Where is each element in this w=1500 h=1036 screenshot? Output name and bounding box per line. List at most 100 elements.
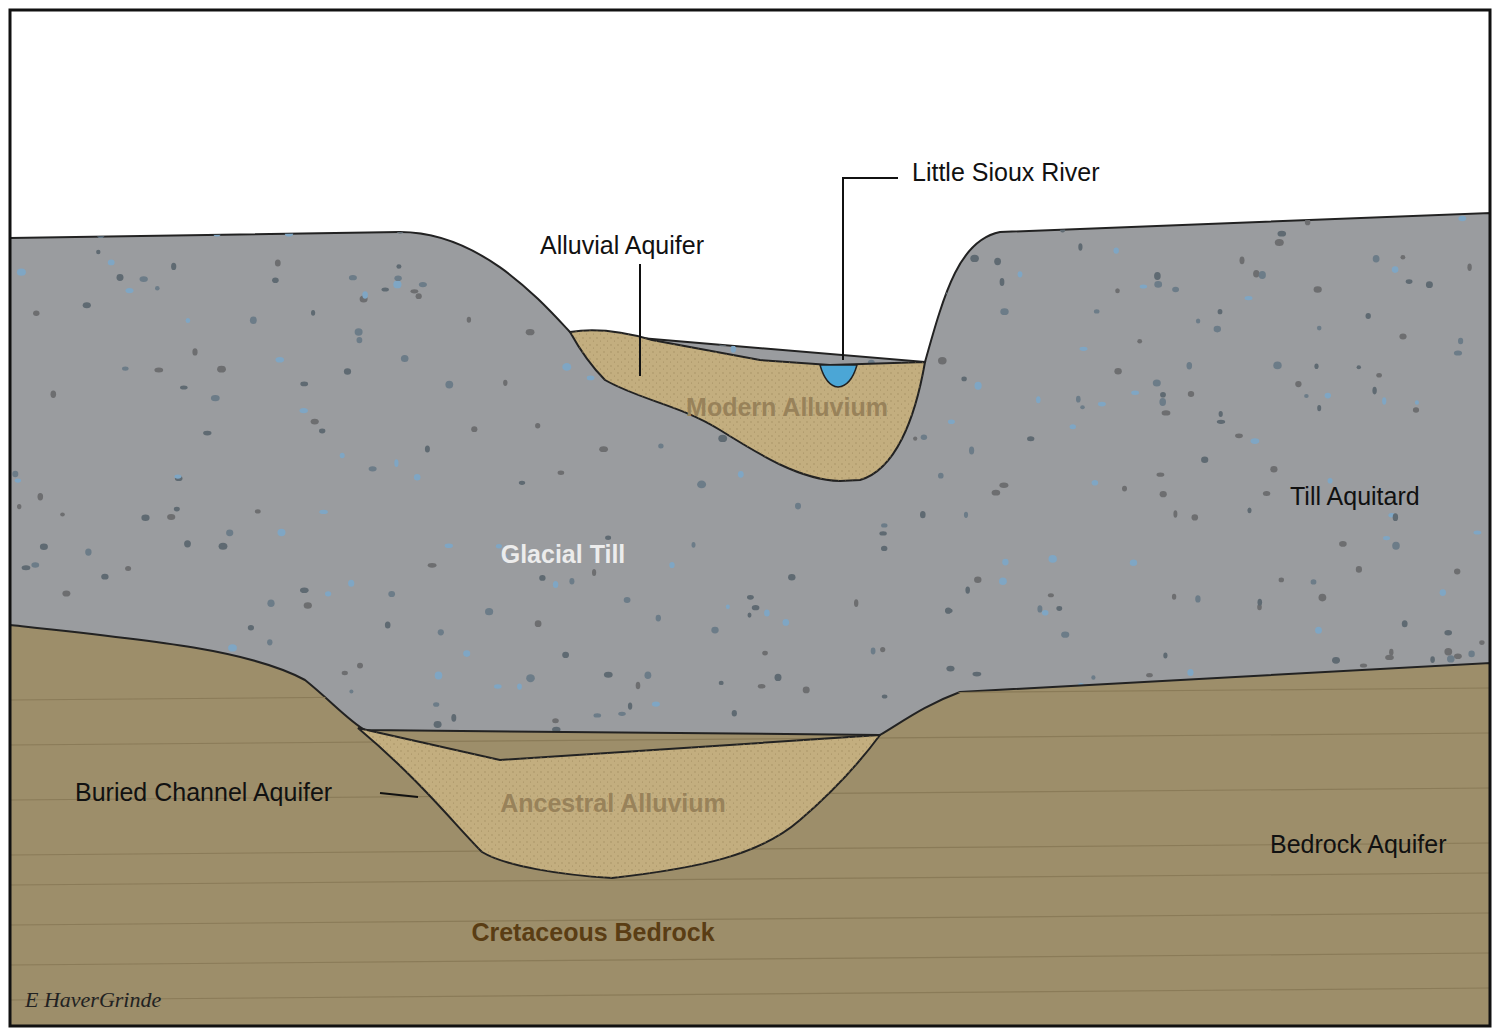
till-speckle bbox=[396, 264, 401, 268]
till-speckle bbox=[854, 599, 858, 607]
till-speckle bbox=[174, 475, 181, 479]
till-speckle bbox=[1235, 433, 1243, 438]
till-speckle bbox=[872, 340, 878, 348]
river bbox=[820, 365, 857, 387]
till-speckle bbox=[999, 483, 1008, 488]
till-speckle bbox=[12, 471, 18, 478]
till-speckle bbox=[731, 345, 737, 352]
till-speckle bbox=[652, 702, 660, 707]
till-speckle bbox=[526, 329, 535, 335]
till-speckle bbox=[40, 544, 48, 550]
till-speckle bbox=[1447, 655, 1455, 662]
leader-line bbox=[380, 793, 418, 797]
till-speckle bbox=[1146, 673, 1153, 677]
till-speckle bbox=[1002, 559, 1008, 566]
till-speckle bbox=[938, 473, 944, 479]
till-speckle bbox=[362, 291, 368, 298]
till-speckle bbox=[1042, 610, 1049, 616]
till-speckle bbox=[1467, 264, 1471, 271]
till-speckle bbox=[1357, 365, 1361, 369]
alluvium-texture bbox=[570, 330, 925, 481]
till-speckle bbox=[1270, 466, 1277, 473]
till-speckle bbox=[97, 233, 105, 238]
till-speckle bbox=[174, 507, 180, 512]
stratum-line bbox=[10, 913, 1490, 925]
till-speckle bbox=[22, 565, 31, 570]
till-speckle bbox=[1160, 392, 1166, 398]
till-speckle bbox=[1160, 491, 1167, 497]
leader-line bbox=[639, 264, 641, 376]
till-speckle bbox=[539, 575, 545, 581]
till-speckle bbox=[15, 479, 21, 483]
till-speckle bbox=[645, 671, 652, 679]
till-speckle bbox=[783, 619, 790, 626]
till-speckle bbox=[1130, 560, 1137, 567]
till-speckle bbox=[96, 250, 100, 254]
alluvium-texture bbox=[358, 728, 880, 878]
till-speckle bbox=[1273, 362, 1281, 370]
till-speckle bbox=[140, 276, 148, 282]
till-speckle bbox=[357, 337, 363, 343]
till-speckle bbox=[226, 529, 233, 536]
till-speckle bbox=[485, 608, 493, 615]
till-speckle bbox=[892, 227, 898, 232]
till-speckle bbox=[38, 493, 44, 500]
till-speckle bbox=[894, 316, 901, 322]
till-speckle bbox=[268, 225, 272, 232]
till-speckle bbox=[1240, 256, 1245, 264]
till-speckle bbox=[747, 595, 754, 600]
till-speckle bbox=[939, 291, 947, 295]
till-speckle bbox=[1259, 271, 1266, 279]
till-speckle bbox=[300, 587, 309, 593]
till-speckle bbox=[1413, 407, 1419, 412]
till-speckle bbox=[1048, 593, 1054, 597]
till-speckle bbox=[396, 222, 402, 226]
till-speckle bbox=[1217, 420, 1225, 424]
till-speckle bbox=[764, 610, 770, 617]
till-speckle bbox=[1154, 272, 1161, 280]
till-speckle bbox=[275, 260, 281, 267]
till-speckle bbox=[999, 577, 1007, 585]
till-speckle bbox=[910, 335, 918, 340]
till-speckle bbox=[211, 395, 220, 401]
till-speckle bbox=[393, 281, 401, 289]
till-speckle bbox=[411, 289, 419, 293]
till-speckle bbox=[17, 504, 21, 509]
till-speckle bbox=[1458, 338, 1463, 344]
till-speckle bbox=[803, 687, 810, 694]
till-speckle bbox=[1173, 510, 1177, 517]
till-speckle bbox=[969, 238, 977, 243]
till-speckle bbox=[964, 512, 968, 518]
till-speckle bbox=[117, 274, 124, 281]
till-speckle bbox=[217, 366, 226, 373]
till-speckle bbox=[1251, 438, 1260, 444]
till-speckle bbox=[494, 684, 502, 688]
till-speckle bbox=[1392, 542, 1400, 550]
till-speckle bbox=[758, 684, 766, 689]
till-speckle bbox=[272, 278, 279, 284]
till-speckle bbox=[1304, 394, 1309, 398]
till-speckle bbox=[394, 459, 398, 467]
till-speckle bbox=[1426, 281, 1433, 288]
till-speckle bbox=[311, 419, 319, 425]
till-speckle bbox=[355, 328, 363, 335]
stratum-line bbox=[10, 688, 1490, 700]
till-speckle bbox=[592, 569, 596, 576]
till-speckle bbox=[992, 490, 1001, 496]
till-speckle bbox=[1279, 578, 1284, 583]
till-speckle bbox=[1275, 239, 1284, 246]
till-speckle bbox=[203, 431, 211, 436]
till-speckle bbox=[644, 321, 653, 326]
till-speckle bbox=[1137, 339, 1142, 343]
till-speckle bbox=[300, 408, 308, 413]
till-speckle bbox=[357, 663, 363, 669]
till-speckle bbox=[921, 435, 927, 440]
till-speckle bbox=[599, 446, 608, 452]
till-speckle bbox=[396, 227, 403, 234]
till-speckle bbox=[948, 420, 955, 425]
till-speckle bbox=[369, 466, 377, 471]
till-speckle bbox=[344, 368, 351, 374]
till-speckle bbox=[1188, 391, 1194, 397]
till-speckle bbox=[1201, 457, 1208, 463]
